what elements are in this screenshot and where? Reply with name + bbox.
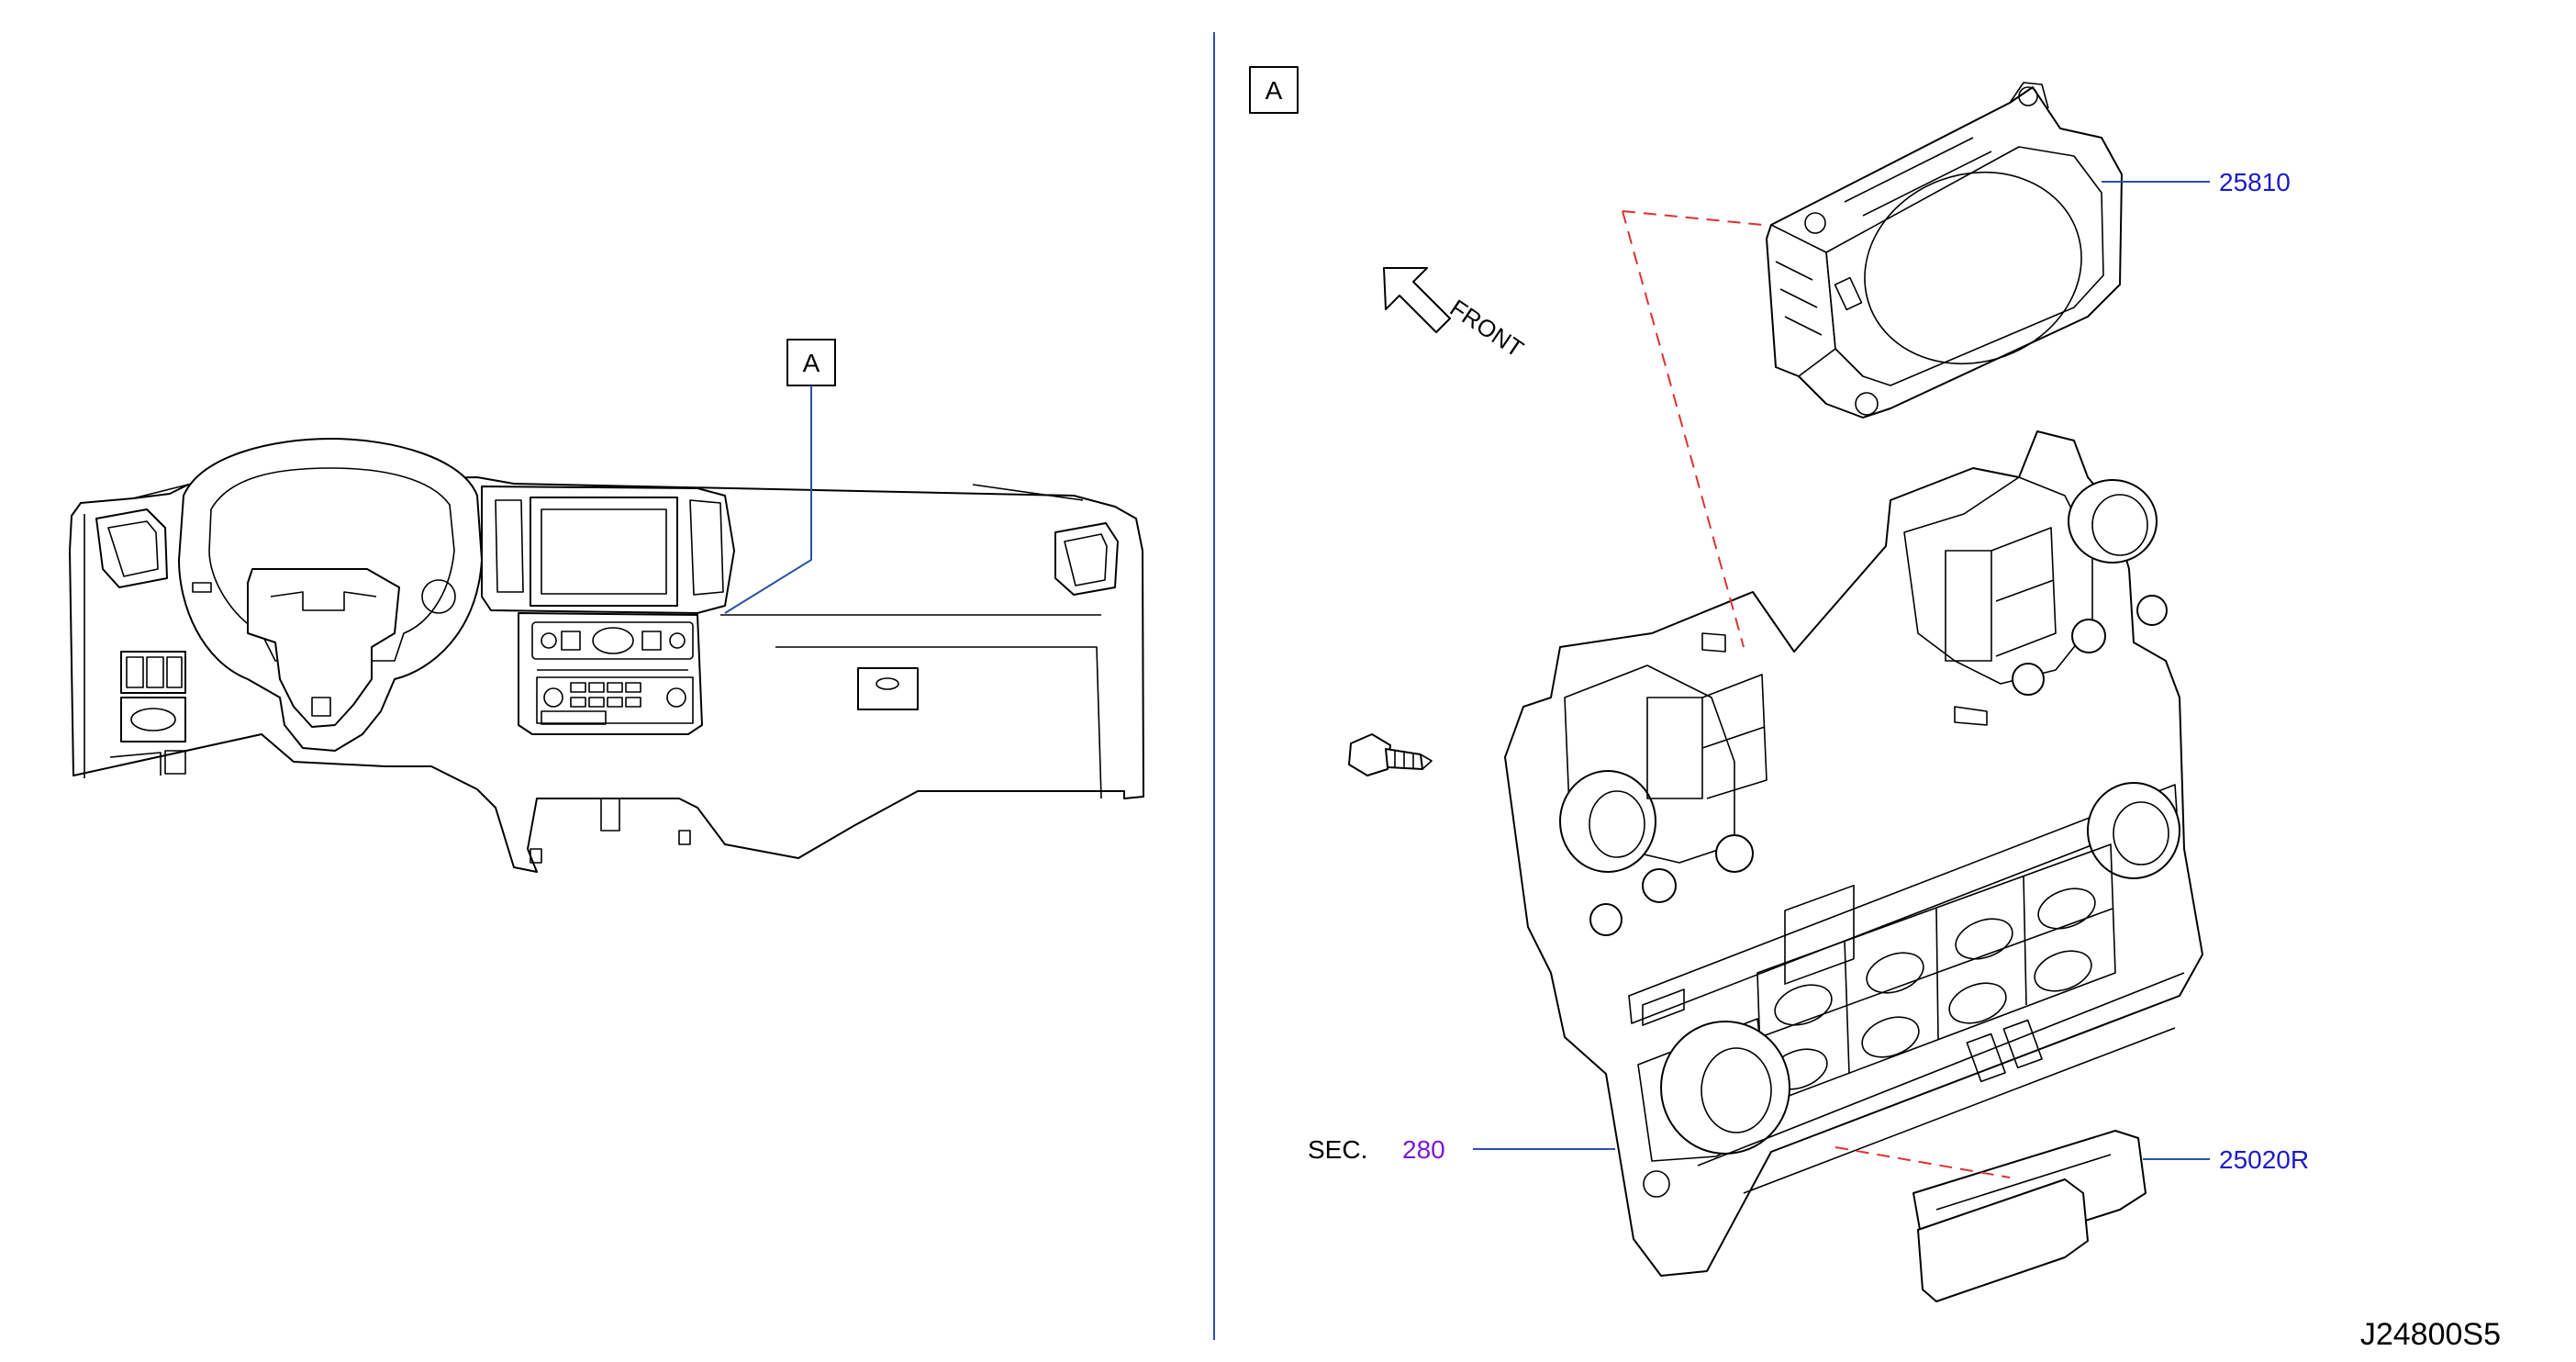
overview-callout: A bbox=[724, 339, 836, 614]
front-arrow: FRONT bbox=[1383, 267, 1529, 363]
dashboard-overview bbox=[69, 438, 1144, 873]
section-number: 280 bbox=[1402, 1135, 1445, 1164]
front-label: FRONT bbox=[1445, 294, 1529, 363]
screw-fastener bbox=[1348, 733, 1433, 776]
diagram-code: J24800S5 bbox=[2360, 1317, 2501, 1352]
alignment-line-switch bbox=[1834, 1146, 2011, 1178]
section-prefix: SEC. bbox=[1308, 1135, 1367, 1164]
part-25020R-switch bbox=[1912, 1130, 2147, 1302]
button-grid bbox=[1784, 884, 1855, 985]
detail-callout-letter: A bbox=[1266, 76, 1283, 105]
overview-callout-letter: A bbox=[803, 349, 820, 377]
part-number-25810: 25810 bbox=[2219, 168, 2291, 196]
alignment-line-module bbox=[1622, 210, 1763, 648]
part-25810-module bbox=[1766, 82, 2123, 419]
part-number-25020R: 25020R bbox=[2219, 1145, 2309, 1174]
control-panel-assembly bbox=[1504, 430, 2203, 1277]
detail-callout: A bbox=[1249, 66, 1299, 114]
